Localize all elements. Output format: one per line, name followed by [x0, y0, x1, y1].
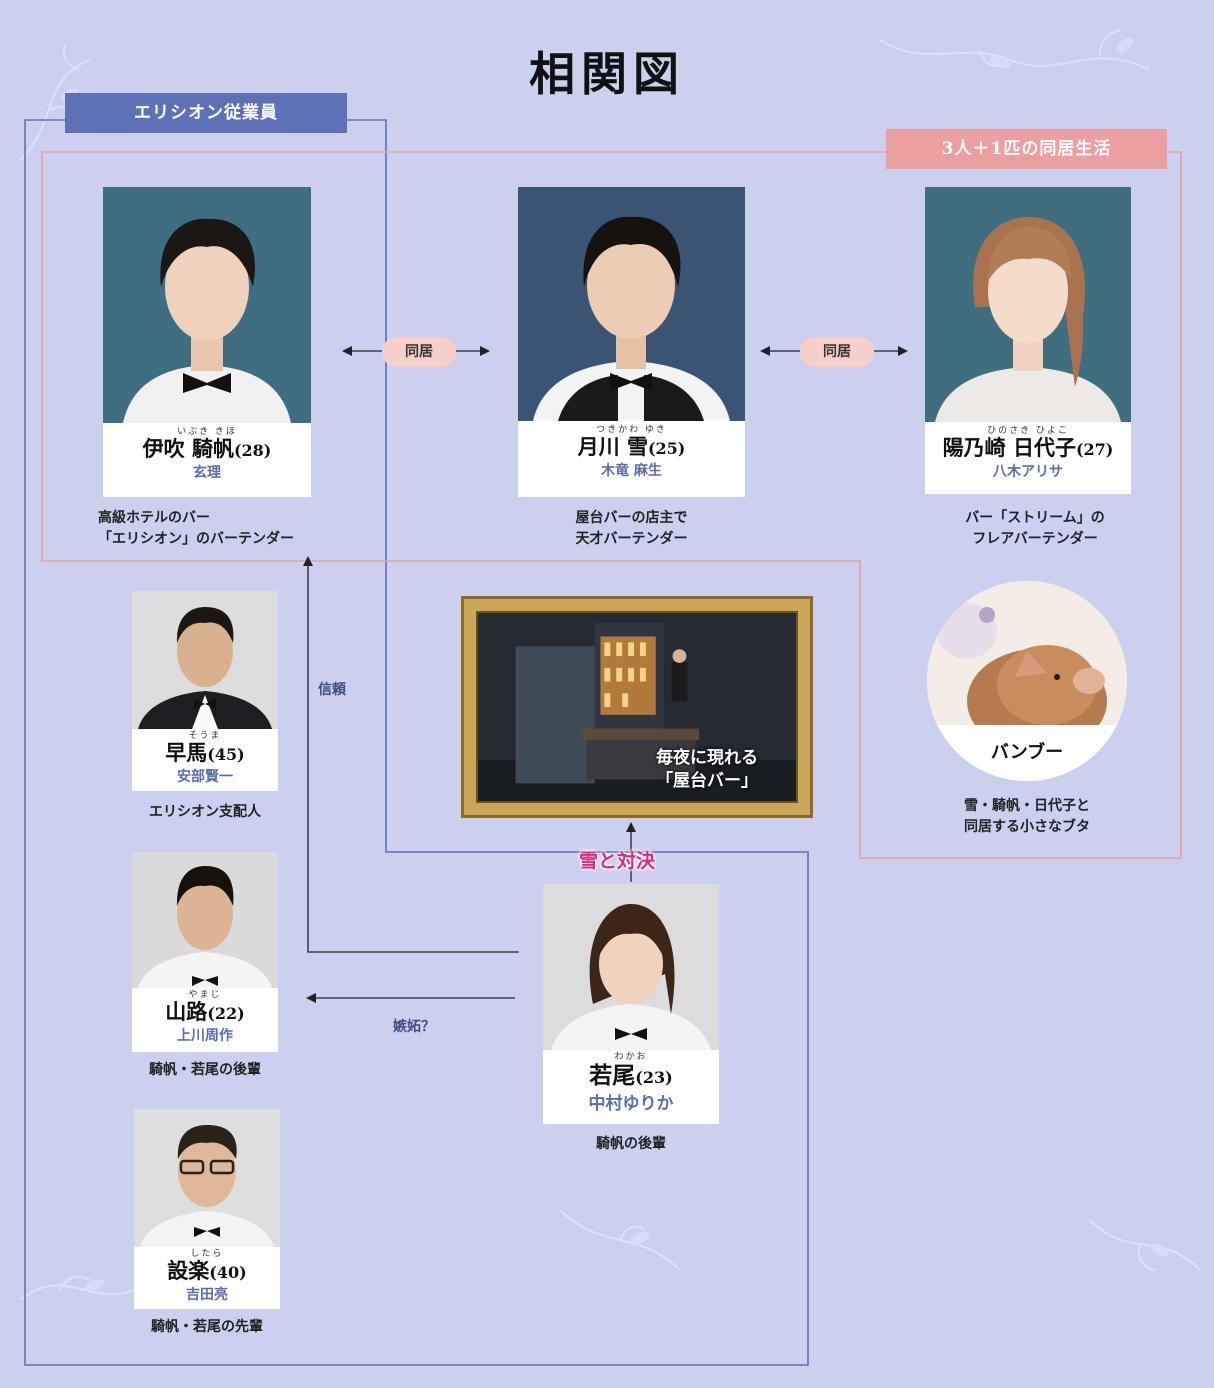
character-card-shitara: したら 設楽(40) 吉田亮	[134, 1109, 280, 1309]
relation-label-jealousy: 嫉妬？	[393, 1019, 435, 1035]
actor-name: 上川周作	[177, 1028, 233, 1044]
character-desc-ibuki: 高級ホテルのバー 「エリシオン」のバーテンダー	[98, 510, 294, 547]
age-text: (45)	[207, 745, 245, 764]
portrait-photo	[103, 187, 311, 423]
actor-name: 中村ゆりか	[588, 1094, 674, 1114]
character-desc-yamaji: 騎帆・若尾の後輩	[149, 1062, 261, 1078]
yatai-bar-frame: 毎夜に現れる 「屋台バー」	[461, 596, 813, 818]
character-name: 早馬(45)	[132, 741, 278, 767]
character-desc-soma: エリシオン支配人	[149, 804, 261, 820]
name-ruby: そうま	[188, 731, 222, 741]
name-ruby: つきかわ ゆき	[596, 425, 667, 435]
name-text: 陽乃崎 日代子	[942, 435, 1076, 460]
name-ruby: わかお	[614, 1052, 648, 1062]
staff-group-label: エリシオン従業員	[65, 93, 347, 133]
relation-label-showdown: 雪と対決	[579, 850, 656, 872]
name-text: 山路	[165, 999, 208, 1024]
name-block: わかお 若尾(23) 中村ゆりか	[543, 1052, 719, 1116]
character-card-ibuki: いぶき きほ 伊吹 騎帆(28) 玄理	[103, 187, 311, 497]
name-text: 月川 雪	[577, 434, 648, 459]
name-block: いぶき きほ 伊吹 騎帆(28) 玄理	[103, 427, 311, 483]
character-desc-shitara: 騎帆・若尾の先輩	[151, 1319, 263, 1335]
name-block: したら 設楽(40) 吉田亮	[134, 1249, 280, 1305]
name-block: ひのさき ひよこ 陽乃崎 日代子(27) 八木アリサ	[925, 426, 1131, 482]
yatai-caption: 毎夜に現れる 「屋台バー」	[656, 748, 758, 791]
name-text: 早馬	[165, 740, 208, 765]
portrait-photo	[132, 852, 278, 988]
name-block: やまじ 山路(22) 上川周作	[132, 990, 278, 1046]
actor-name: 安部賢一	[177, 769, 233, 785]
portrait-photo	[132, 591, 278, 729]
character-desc-wakao: 騎帆の後輩	[596, 1136, 666, 1152]
name-ruby: ひのさき ひよこ	[987, 426, 1069, 436]
actor-name: 玄理	[193, 465, 221, 481]
page-title: 相関図	[529, 47, 685, 101]
portrait-photo	[543, 884, 719, 1050]
age-text: (25)	[647, 439, 686, 458]
house-group-line	[41, 151, 1182, 859]
character-name: 陽乃崎 日代子(27)	[925, 436, 1131, 462]
relation-pill-doukyo-right: 同居	[800, 337, 874, 367]
character-card-soma: そうま 早馬(45) 安部賢一	[132, 591, 278, 791]
name-block: つきかわ ゆき 月川 雪(25) 木竜 麻生	[518, 425, 745, 481]
portrait-photo	[518, 187, 745, 421]
portrait-photo	[134, 1109, 280, 1247]
age-text: (27)	[1075, 440, 1114, 459]
pig-desc: 雪・騎帆・日代子と 同居する小さなブタ	[964, 798, 1090, 835]
character-name: 月川 雪(25)	[518, 435, 745, 461]
name-ruby: やまじ	[188, 990, 222, 1000]
relation-pill-doukyo-left: 同居	[382, 337, 456, 367]
age-text: (28)	[233, 441, 272, 460]
relation-label-trust: 信頼	[318, 682, 346, 698]
actor-name: 八木アリサ	[993, 464, 1063, 480]
name-text: 設楽	[167, 1258, 210, 1283]
actor-name: 木竜 麻生	[601, 463, 662, 479]
yatai-bar-photo	[476, 611, 798, 803]
name-ruby: したら	[190, 1249, 224, 1259]
character-desc-tsukikawa: 屋台バーの店主で 天才バーテンダー	[575, 510, 688, 547]
age-text: (22)	[207, 1004, 245, 1023]
staff-group-line	[24, 119, 809, 1366]
house-group-label: 3人＋1匹の同居生活	[886, 129, 1167, 169]
name-text: 若尾	[589, 1062, 636, 1089]
name-block: そうま 早馬(45) 安部賢一	[132, 731, 278, 787]
character-name: 山路(22)	[132, 1000, 278, 1026]
age-text: (40)	[209, 1263, 247, 1282]
age-text: (23)	[635, 1068, 673, 1087]
character-name: 伊吹 騎帆(28)	[103, 437, 311, 463]
character-card-tsukikawa: つきかわ ゆき 月川 雪(25) 木竜 麻生	[518, 187, 745, 497]
character-desc-hinosaki: バー「ストリーム」の フレアバーテンダー	[965, 510, 1105, 547]
character-card-yamaji: やまじ 山路(22) 上川周作	[132, 852, 278, 1052]
pig-portrait: バンブー	[927, 581, 1127, 781]
arrow-icon	[303, 556, 519, 953]
pig-name: バンブー	[990, 742, 1064, 763]
name-ruby: いぶき きほ	[177, 427, 237, 437]
character-name: 設楽(40)	[134, 1259, 280, 1285]
character-card-hinosaki: ひのさき ひよこ 陽乃崎 日代子(27) 八木アリサ	[925, 187, 1131, 494]
character-name: 若尾(23)	[543, 1062, 719, 1092]
character-card-wakao: わかお 若尾(23) 中村ゆりか	[543, 884, 719, 1124]
name-text: 伊吹 騎帆	[142, 436, 234, 461]
portrait-photo	[925, 187, 1131, 422]
actor-name: 吉田亮	[186, 1287, 228, 1303]
